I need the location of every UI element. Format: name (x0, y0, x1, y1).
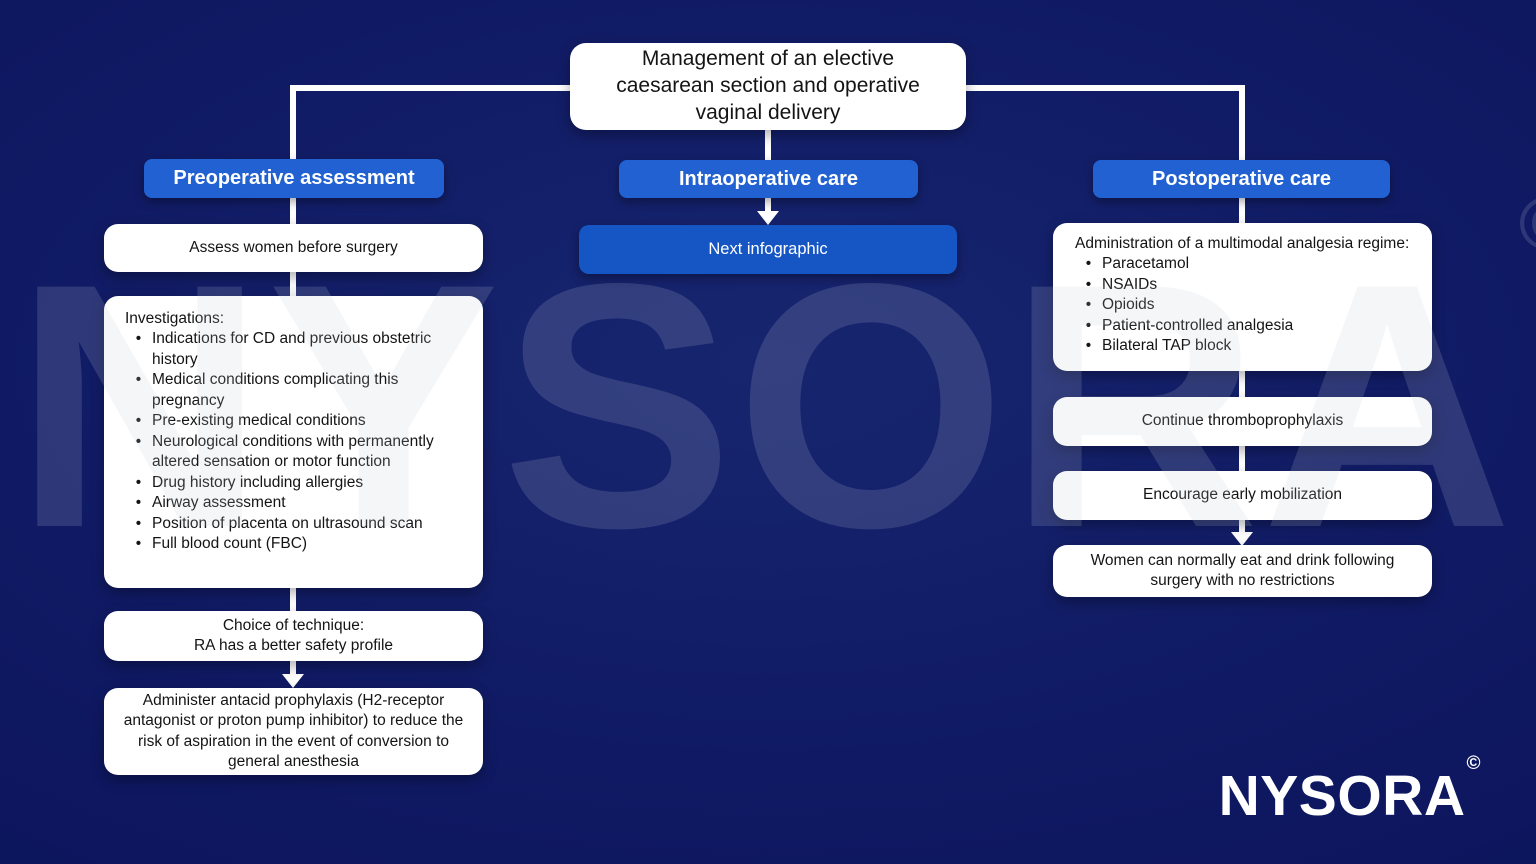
choice-line-2: RA has a better safety profile (193, 637, 394, 654)
box-choice-of-technique: Choice of technique: RA has a better saf… (104, 611, 483, 661)
bullet-icon: • (135, 494, 142, 512)
connector-line-title-to-right (963, 85, 1245, 91)
bullet-icon: • (135, 534, 142, 552)
nysora-logo: NYSORA© (1219, 754, 1481, 825)
investigations-list: • Indications for CD and previous obstetr… (125, 329, 467, 554)
connector-line-title-to-left (290, 85, 573, 91)
column-header-postoperative: Postoperative care (1093, 160, 1390, 198)
box-antacid-prophylaxis: Administer antacid prophylaxis (H2-recep… (104, 688, 483, 775)
bullet-icon: • (135, 330, 142, 348)
list-item-text: Neurological conditions with permanently… (152, 432, 434, 471)
box-multimodal-analgesia: Administration of a multimodal analgesia… (1053, 223, 1432, 371)
list-item-text: Full blood count (FBC) (152, 534, 308, 552)
column-header-preoperative: Preoperative assessment (144, 159, 444, 198)
list-item: • Pre-existing medical conditions (125, 411, 467, 431)
list-item-text: NSAIDs (1102, 275, 1158, 293)
list-item-text: Opioids (1102, 296, 1155, 314)
list-item: • Bilateral TAP block (1075, 336, 1416, 356)
bullet-icon: • (1085, 275, 1092, 293)
next-infographic-button[interactable]: Next infographic (579, 225, 957, 274)
list-item: • Medical conditions complicating this pr… (125, 370, 467, 411)
list-item-text: Drug history including allergies (152, 473, 364, 491)
logo-copyright-icon: © (1466, 753, 1481, 774)
choice-line-1: Choice of technique: (222, 616, 365, 634)
list-item-text: Medical conditions complicating this pre… (152, 371, 399, 409)
bullet-icon: • (135, 412, 142, 430)
list-item-text: Paracetamol (1102, 255, 1190, 273)
list-item: • Full blood count (FBC) (125, 534, 467, 554)
column-header-intraoperative: Intraoperative care (619, 160, 918, 198)
bullet-icon: • (135, 473, 142, 491)
bullet-icon: • (135, 432, 142, 450)
list-item: • Neurological conditions with permanentl… (125, 432, 467, 473)
list-item-text: Patient-controlled analgesia (1102, 316, 1294, 334)
list-item: • Position of placenta on ultrasound scan (125, 514, 467, 534)
arrow-down-icon (1231, 532, 1253, 546)
analgesia-heading: Administration of a multimodal analgesia… (1075, 235, 1410, 252)
arrow-down-icon (282, 674, 304, 688)
bullet-icon: • (1085, 255, 1092, 273)
title-box: Management of an elective caesarean sect… (570, 43, 966, 130)
list-item-text: Position of placenta on ultrasound scan (152, 514, 423, 532)
box-eat-and-drink: Women can normally eat and drink followi… (1053, 545, 1432, 597)
list-item-text: Pre-existing medical conditions (152, 412, 366, 430)
list-item: • Drug history including allergies (125, 473, 467, 493)
list-item: • Indications for CD and previous obstetr… (125, 329, 467, 370)
box-early-mobilization: Encourage early mobilization (1053, 471, 1432, 520)
list-item: • Airway assessment (125, 493, 467, 513)
list-item-text: Indications for CD and previous obstetri… (152, 330, 432, 368)
box-assess-women: Assess women before surgery (104, 224, 483, 272)
list-item: • NSAIDs (1075, 275, 1416, 295)
bullet-icon: • (1085, 316, 1092, 334)
list-item-text: Airway assessment (152, 494, 286, 512)
bullet-icon: • (135, 514, 142, 532)
list-item: • Patient-controlled analgesia (1075, 316, 1416, 336)
list-item: • Paracetamol (1075, 254, 1416, 274)
box-thromboprophylaxis: Continue thromboprophylaxis (1053, 397, 1432, 446)
list-item-text: Bilateral TAP block (1102, 337, 1232, 355)
box-investigations: Investigations: • Indications for CD and … (104, 296, 483, 588)
bullet-icon: • (135, 371, 142, 389)
investigations-heading: Investigations: (125, 310, 225, 327)
logo-text: NYSORA (1218, 764, 1466, 828)
arrow-down-icon (757, 211, 779, 225)
list-item: • Opioids (1075, 295, 1416, 315)
bullet-icon: • (1085, 337, 1092, 355)
analgesia-list: • Paracetamol • NSAIDs • Opioids • Patient-c… (1075, 254, 1416, 356)
watermark-copyright-icon: © (1519, 182, 1536, 265)
bullet-icon: • (1085, 296, 1092, 314)
